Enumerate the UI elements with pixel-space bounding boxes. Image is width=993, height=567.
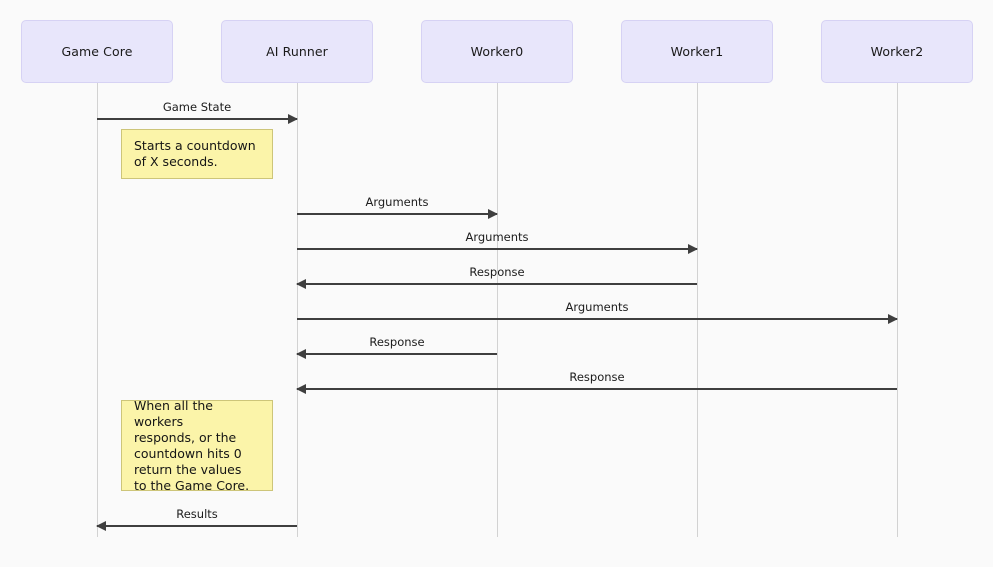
arrow-head-right-icon <box>888 314 898 324</box>
message-label: Results <box>176 507 218 521</box>
message-line <box>297 388 897 390</box>
message-line <box>297 213 497 215</box>
message-label: Response <box>569 370 625 384</box>
arrow-head-left-icon <box>296 384 306 394</box>
arrow-head-left-icon <box>296 279 306 289</box>
note-text: Starts a countdown of X seconds. <box>134 138 256 169</box>
message-label: Response <box>469 265 525 279</box>
participant-label: AI Runner <box>266 44 328 59</box>
arrow-head-left-icon <box>296 349 306 359</box>
message-line <box>297 248 697 250</box>
participant-ai-runner[interactable]: AI Runner <box>221 20 373 83</box>
message-line <box>297 353 497 355</box>
participant-worker1[interactable]: Worker1 <box>621 20 773 83</box>
participant-worker0[interactable]: Worker0 <box>421 20 573 83</box>
arrow-head-right-icon <box>688 244 698 254</box>
note-note-countdown: Starts a countdown of X seconds. <box>121 129 273 179</box>
participant-game-core[interactable]: Game Core <box>21 20 173 83</box>
lifeline-worker2 <box>897 83 898 537</box>
note-note-return-values: When all the workers responds, or the co… <box>121 397 273 493</box>
arrow-head-right-icon <box>288 114 298 124</box>
message-label: Arguments <box>565 300 629 314</box>
message-line <box>97 525 297 527</box>
lifeline-worker0 <box>497 83 498 537</box>
message-line <box>297 283 697 285</box>
arrow-head-right-icon <box>488 209 498 219</box>
arrow-head-left-icon <box>96 521 106 531</box>
participant-label: Worker2 <box>870 44 924 59</box>
note-text: When all the workers responds, or the co… <box>134 397 250 493</box>
participant-label: Worker0 <box>470 44 524 59</box>
lifeline-worker1 <box>697 83 698 537</box>
message-label: Arguments <box>465 230 529 244</box>
lifeline-ai-runner <box>297 83 298 537</box>
message-label: Arguments <box>365 195 429 209</box>
message-label: Response <box>369 335 425 349</box>
lifeline-game-core <box>97 83 98 537</box>
participant-label: Game Core <box>61 44 133 59</box>
message-line <box>297 318 897 320</box>
message-label: Game State <box>162 100 232 114</box>
message-line <box>97 118 297 120</box>
participant-worker2[interactable]: Worker2 <box>821 20 973 83</box>
participant-label: Worker1 <box>670 44 724 59</box>
